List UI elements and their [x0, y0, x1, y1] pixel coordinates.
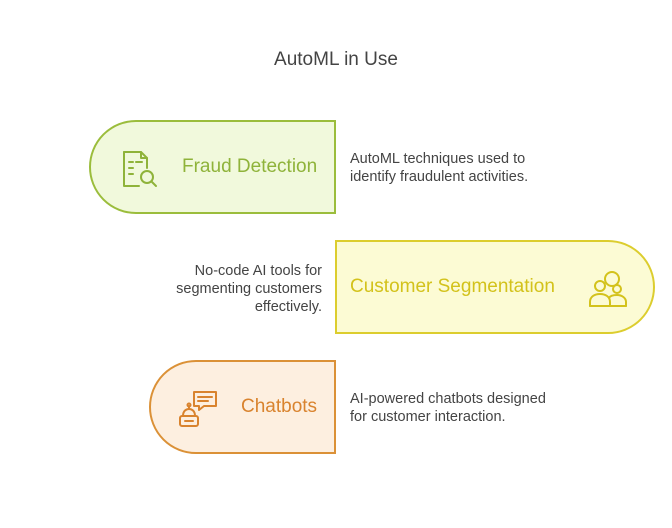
description-line: effectively.	[254, 299, 322, 315]
pill-fraud-detection: Fraud Detection	[89, 120, 336, 214]
diagram-title: AutoML in Use	[274, 49, 398, 70]
pill-customer-segmentation: Customer Segmentation	[335, 240, 655, 334]
description-line: segmenting customers	[176, 281, 322, 297]
pill-label: Chatbots	[241, 396, 318, 417]
robot-chat-icon	[177, 389, 219, 434]
pill-label: Fraud Detection	[182, 156, 318, 177]
description-chatbots: AI-powered chatbots designed for custome…	[350, 390, 546, 426]
description-customer-segmentation: No-code AI tools for segmenting customer…	[130, 262, 322, 316]
document-search-icon	[119, 149, 159, 194]
description-line: identify fraudulent activities.	[350, 169, 529, 185]
users-group-icon	[587, 269, 629, 314]
pill-label: Customer Segmentation	[350, 276, 555, 297]
description-line: for customer interaction.	[350, 409, 506, 425]
pill-chatbots: Chatbots	[149, 360, 336, 454]
description-fraud-detection: AutoML techniques used to identify fraud…	[350, 150, 528, 186]
description-line: AutoML techniques used to	[350, 151, 526, 167]
description-line: AI-powered chatbots designed	[350, 391, 546, 407]
description-line: No-code AI tools for	[194, 263, 322, 279]
